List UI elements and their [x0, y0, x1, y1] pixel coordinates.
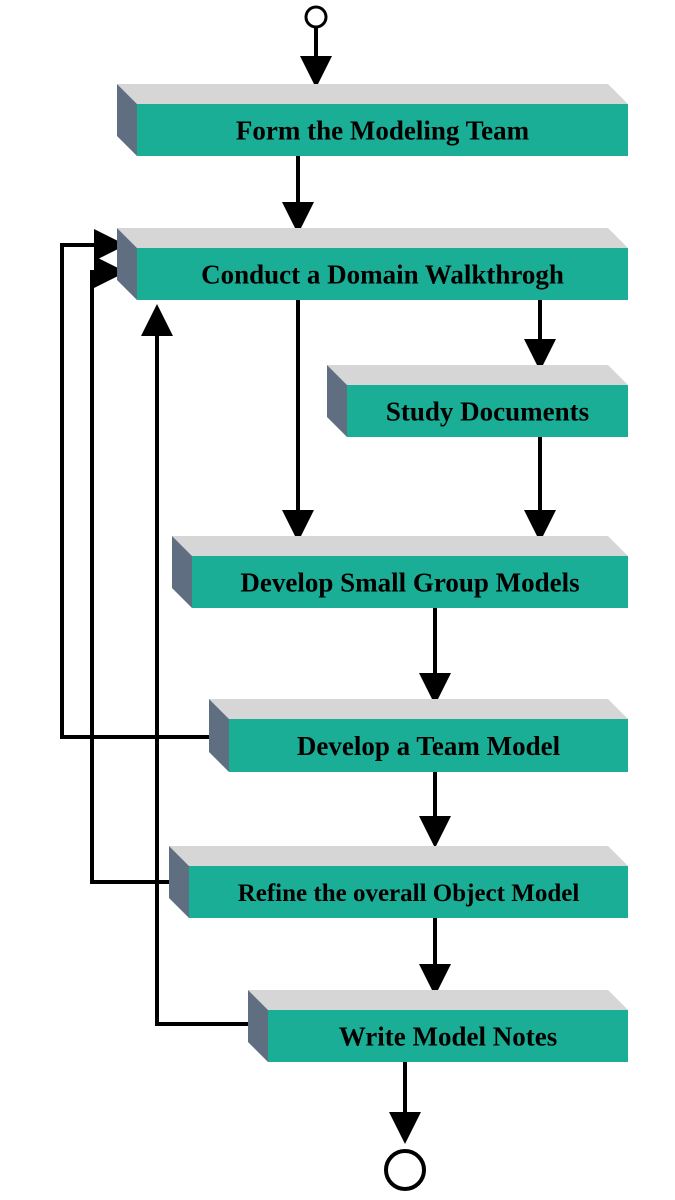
- box-side-bevel: [209, 699, 229, 772]
- box-side-bevel: [248, 990, 268, 1062]
- box-label-study: Study Documents: [386, 396, 589, 426]
- process-box-form: Form the Modeling Team: [117, 84, 628, 156]
- start-node: [304, 5, 328, 29]
- process-box-small: Develop Small Group Models: [172, 536, 628, 608]
- process-box-study: Study Documents: [327, 365, 628, 437]
- feedback-team-to-walkthrough: [60, 229, 222, 739]
- box-side-bevel: [172, 536, 192, 608]
- box-label-refine: Refine the overall Object Model: [238, 880, 580, 907]
- box-top-bevel: [169, 846, 628, 866]
- feedback-notes-to-walkthrough: [141, 304, 262, 1026]
- box-label-notes: Write Model Notes: [339, 1021, 557, 1051]
- box-top-bevel: [248, 990, 628, 1010]
- box-top-bevel: [117, 228, 628, 248]
- box-face: [268, 1010, 628, 1062]
- box-side-bevel: [117, 84, 137, 156]
- process-box-team: Develop a Team Model: [209, 699, 628, 772]
- process-box-walkthrough: Conduct a Domain Walkthrogh: [117, 228, 628, 300]
- box-side-bevel: [327, 365, 347, 437]
- connectors: [60, 28, 556, 1144]
- box-label-small: Develop Small Group Models: [240, 567, 579, 597]
- box-face: [137, 104, 628, 156]
- box-side-bevel: [117, 228, 137, 300]
- box-side-bevel: [169, 846, 189, 918]
- box-top-bevel: [327, 365, 628, 385]
- box-top-bevel: [209, 699, 628, 719]
- box-label-team: Develop a Team Model: [297, 731, 561, 761]
- process-box-notes: Write Model Notes: [248, 990, 628, 1062]
- box-label-walkthrough: Conduct a Domain Walkthrogh: [201, 259, 564, 289]
- process-box-refine: Refine the overall Object Model: [169, 846, 628, 918]
- feedback-refine-to-walkthrough: [90, 256, 180, 884]
- box-top-bevel: [117, 84, 628, 104]
- end-node: [384, 1149, 426, 1191]
- box-top-bevel: [172, 536, 628, 556]
- box-label-form: Form the Modeling Team: [236, 115, 530, 145]
- box-face: [137, 248, 628, 300]
- box-face: [189, 866, 628, 918]
- box-face: [192, 556, 628, 608]
- box-face: [229, 719, 628, 772]
- box-face: [347, 385, 628, 437]
